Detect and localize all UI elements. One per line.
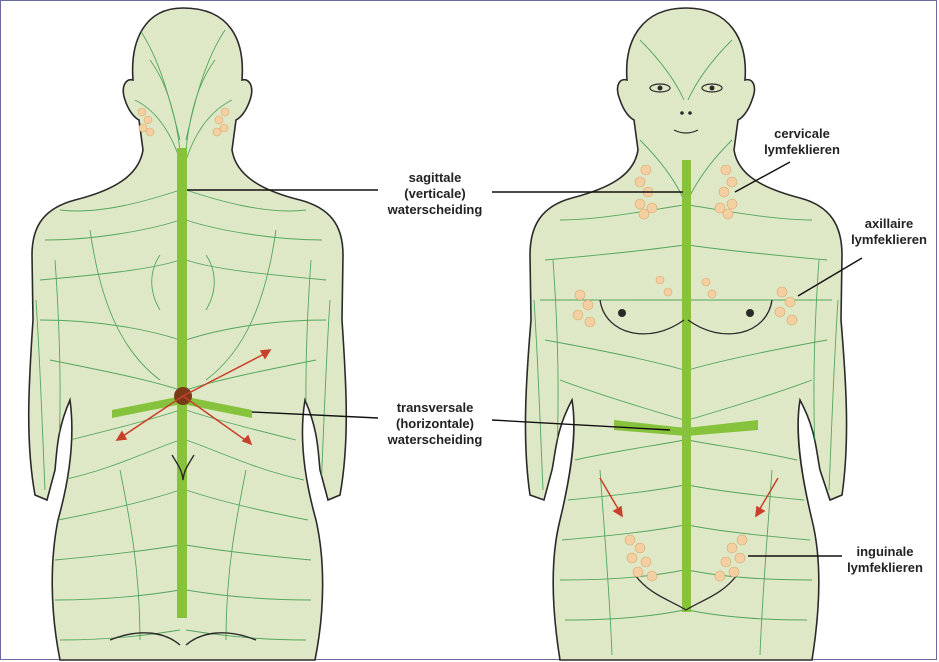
front-view-figure — [525, 8, 846, 660]
front-sagittal-watershed — [682, 160, 691, 612]
transversal-watershed-label: transversale(horizontale)waterscheiding — [375, 400, 495, 448]
back-view-figure — [29, 8, 347, 660]
sagittal-watershed-label: sagittale(verticale)waterscheiding — [375, 170, 495, 218]
back-sagittal-watershed — [177, 148, 187, 618]
